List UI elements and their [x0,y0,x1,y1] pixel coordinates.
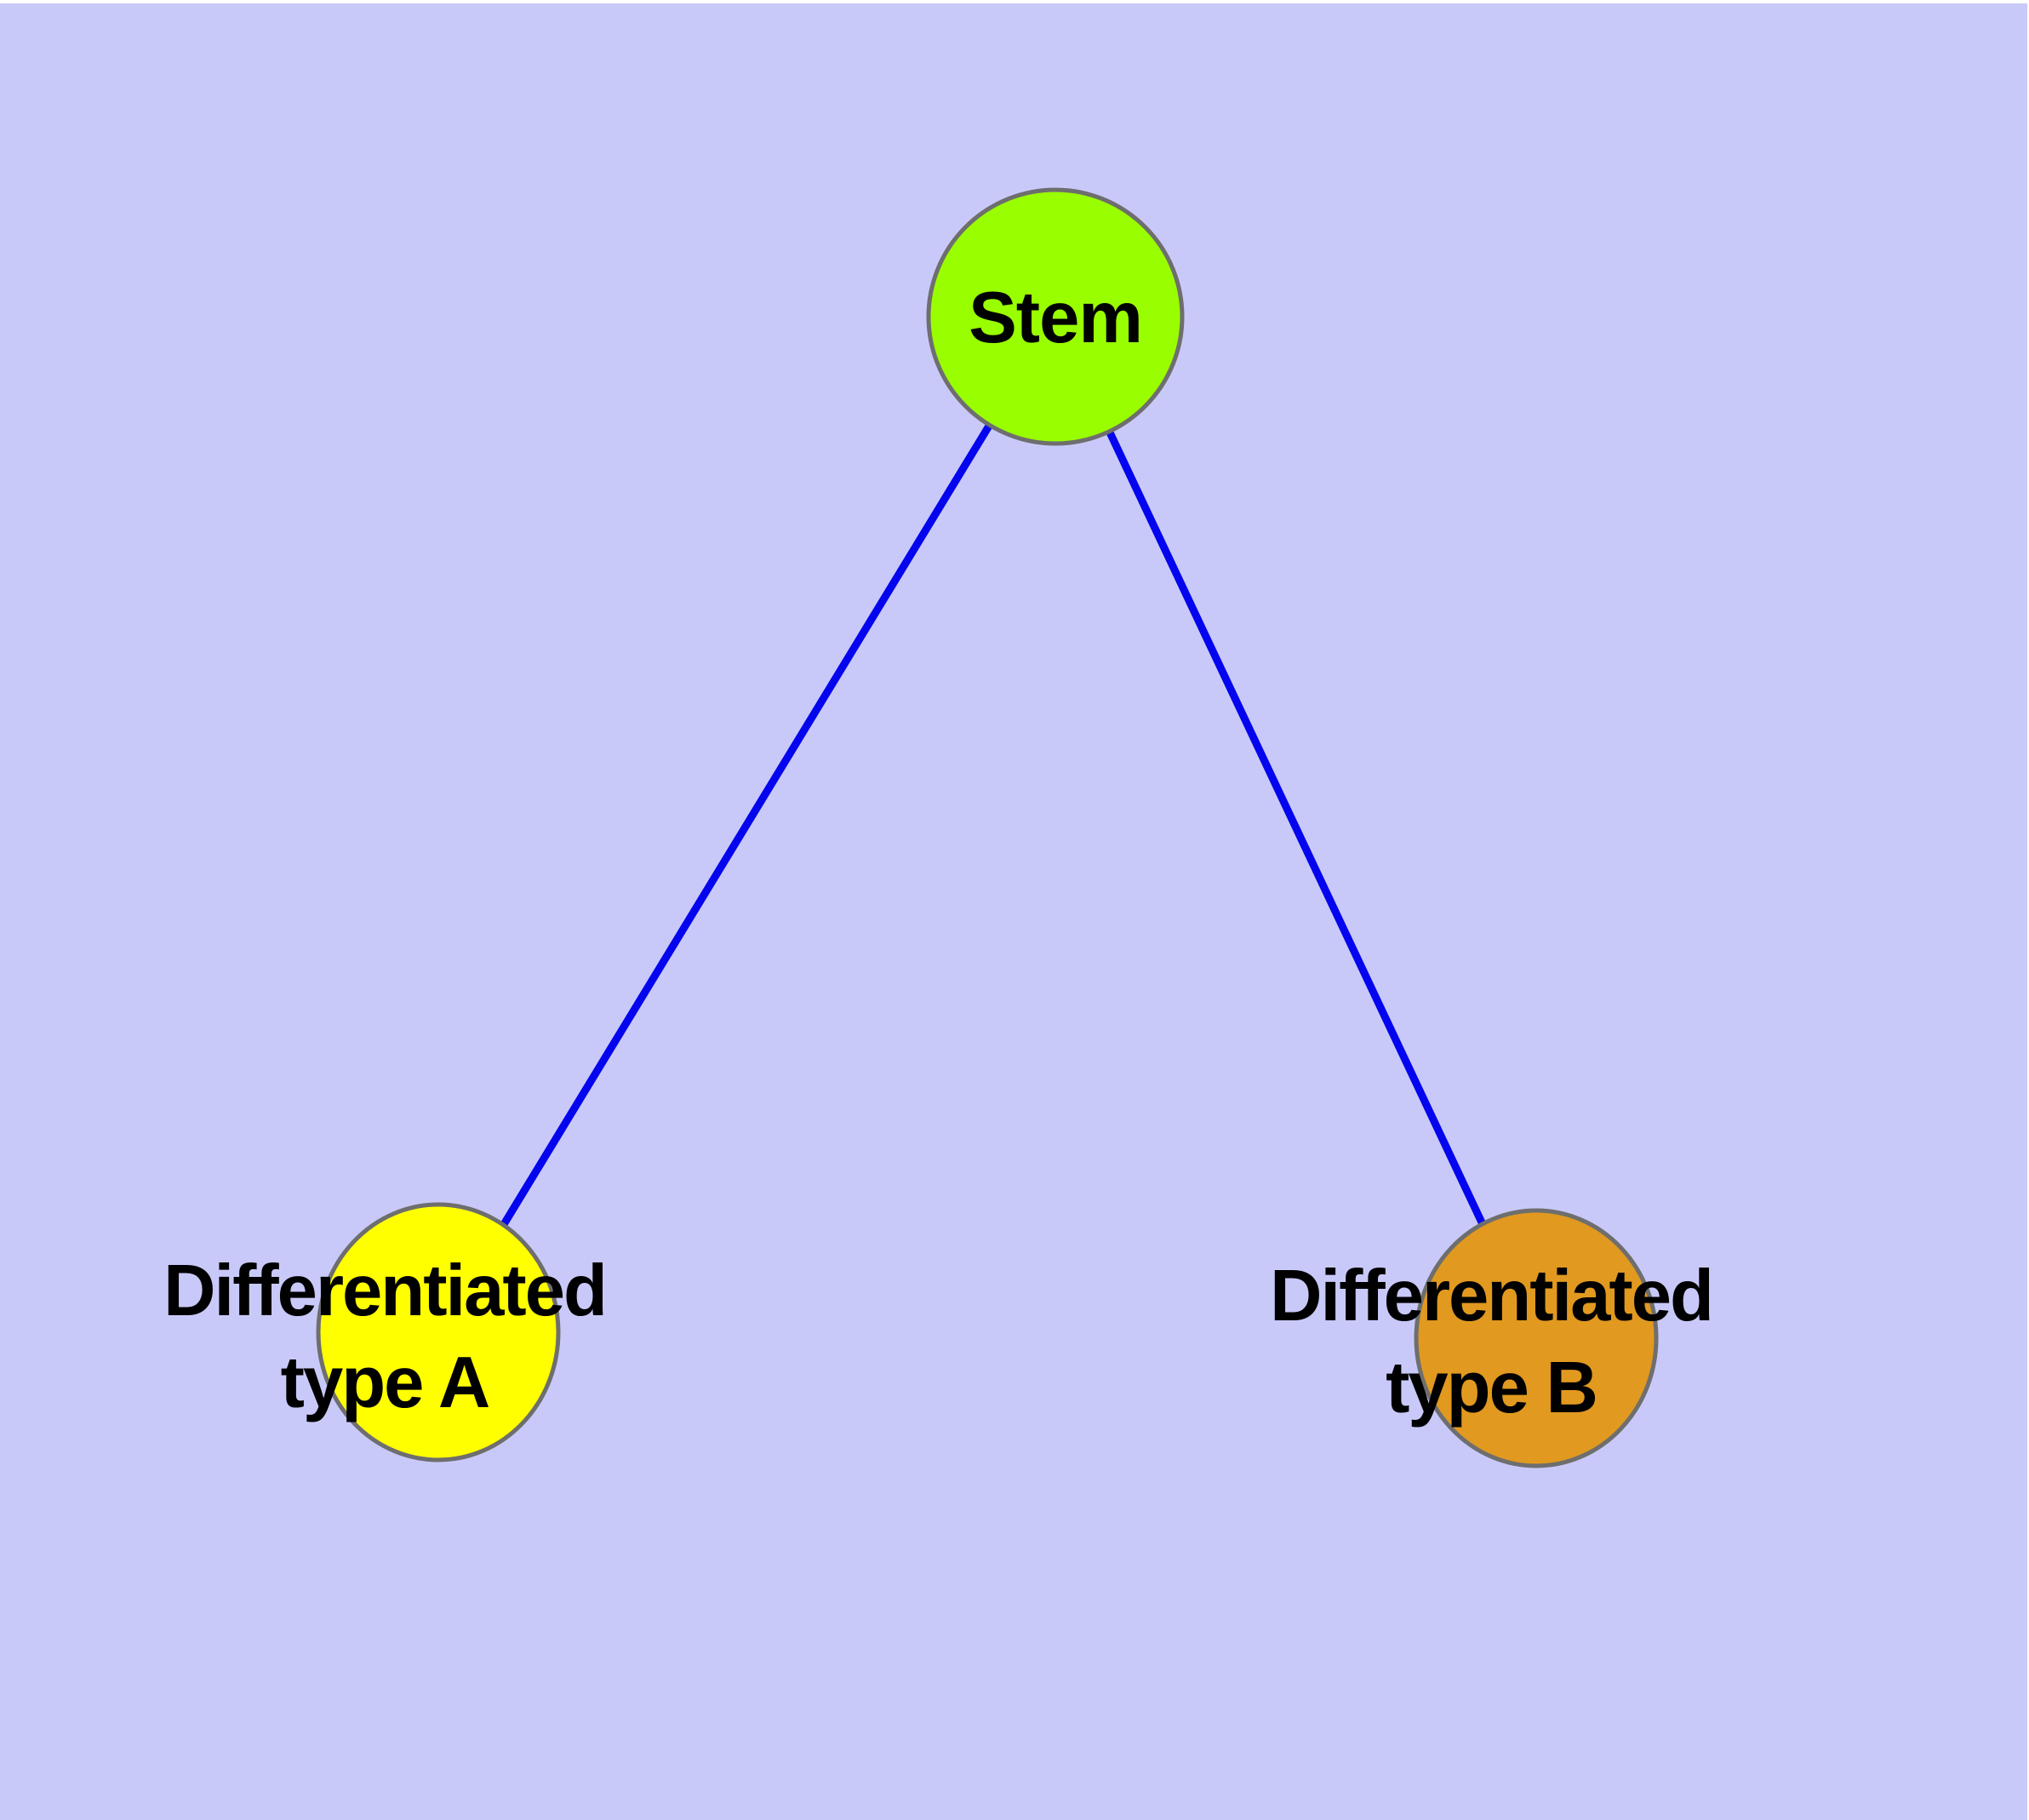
stem-node-label: Stem [969,278,1143,358]
type-b-label-line2: type B [1386,1348,1598,1428]
type-b-node [1414,1208,1659,1468]
type-a-label-line2: type A [280,1342,491,1423]
type-a-node-label: Differentiated type A [163,1245,608,1429]
type-b-node-label: Differentiated type B [1270,1251,1714,1434]
edge-stem-to-type-b [1051,315,1540,1340]
type-a-label-line1: Differentiated [163,1251,608,1331]
type-b-label-line1: Differentiated [1270,1256,1714,1336]
stem-node [926,187,1185,446]
edge-stem-to-type-a [435,314,1059,1335]
type-a-node [316,1202,561,1462]
